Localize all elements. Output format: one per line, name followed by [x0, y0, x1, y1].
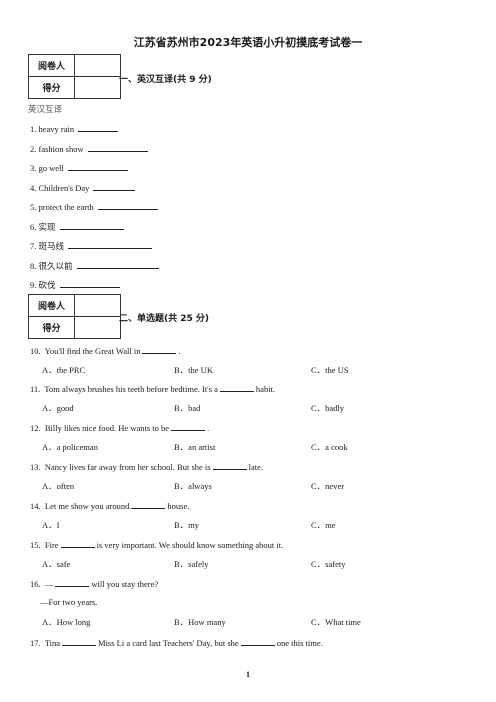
answer-blank[interactable]: [171, 421, 206, 431]
question: 12. Billy likes nice food. He wants to b…: [30, 421, 210, 433]
list-item: 5. protect the earth: [30, 200, 158, 213]
option-c[interactable]: C．What time: [311, 617, 361, 627]
question: 11. Tom always brushes his teeth before …: [30, 382, 276, 394]
score-box: 阅卷人 得分: [28, 294, 121, 339]
score-cell[interactable]: [74, 316, 121, 339]
score-label: 得分: [28, 76, 75, 99]
section2-title: 二、单选题(共 25 分): [119, 314, 210, 324]
answer-blank[interactable]: [68, 239, 153, 249]
reviewer-cell[interactable]: [74, 294, 121, 317]
answer-blank[interactable]: [97, 200, 158, 210]
answer-blank[interactable]: [55, 577, 90, 587]
answer-blank[interactable]: [87, 142, 148, 152]
section1-subtitle: 英汉互译: [28, 104, 63, 114]
option-c[interactable]: C．never: [311, 481, 345, 491]
option-a[interactable]: A．safe: [42, 559, 71, 569]
dialogue-reply: —For two years.: [40, 597, 98, 607]
answer-blank[interactable]: [59, 278, 120, 288]
answer-blank[interactable]: [76, 259, 159, 269]
option-a[interactable]: A．good: [42, 403, 74, 413]
list-item: 4. Children's Day: [30, 181, 136, 194]
option-a[interactable]: A．I: [42, 520, 60, 530]
option-a[interactable]: A．the PRC: [42, 365, 86, 375]
list-item: 8. 很久以前: [30, 259, 159, 272]
option-c[interactable]: C．safety: [311, 559, 346, 569]
answer-blank[interactable]: [67, 161, 128, 171]
list-item: 6. 实现: [30, 220, 124, 233]
reviewer-cell[interactable]: [74, 54, 121, 77]
option-a[interactable]: A．often: [42, 481, 75, 491]
answer-blank[interactable]: [93, 181, 136, 191]
list-item: 2. fashion show: [30, 142, 148, 155]
question: 13. Nancy lives far away from her school…: [30, 460, 263, 472]
page-title: 江苏省苏州市2023年英语小升初摸底考试卷一: [133, 36, 363, 49]
question: 10. You'll find the Great Wall in.: [30, 344, 181, 356]
answer-blank[interactable]: [142, 344, 177, 354]
option-b[interactable]: B．the UK: [174, 365, 213, 375]
reviewer-label: 阅卷人: [28, 294, 75, 317]
reviewer-label: 阅卷人: [28, 54, 75, 77]
section1-title: 一、英汉互译(共 9 分): [119, 75, 212, 85]
list-item: 3. go well: [30, 161, 128, 174]
question: 16. —will you stay there?: [30, 577, 159, 589]
answer-blank[interactable]: [219, 382, 254, 392]
list-item: 1. heavy rain: [30, 122, 119, 135]
answer-blank[interactable]: [212, 460, 247, 470]
list-item: 7. 斑马线: [30, 239, 153, 252]
option-b[interactable]: B．safely: [174, 559, 209, 569]
answer-blank[interactable]: [59, 220, 124, 230]
score-box: 阅卷人 得分: [28, 54, 121, 99]
answer-blank[interactable]: [78, 122, 119, 132]
option-b[interactable]: B．always: [174, 481, 212, 491]
option-b[interactable]: B．How many: [174, 617, 226, 627]
answer-blank[interactable]: [131, 499, 166, 509]
list-item: 9. 砍伐: [30, 278, 120, 291]
answer-blank[interactable]: [60, 538, 95, 548]
option-c[interactable]: C．me: [311, 520, 336, 530]
option-c[interactable]: C．badly: [311, 403, 345, 413]
score-cell[interactable]: [74, 76, 121, 99]
score-label: 得分: [28, 316, 75, 339]
option-b[interactable]: B．bad: [174, 403, 201, 413]
option-b[interactable]: B．an artist: [174, 442, 216, 452]
answer-blank[interactable]: [240, 636, 275, 646]
option-b[interactable]: B．my: [174, 520, 200, 530]
page-number: 1: [246, 670, 250, 679]
answer-blank[interactable]: [62, 636, 97, 646]
option-c[interactable]: C．the US: [311, 365, 349, 375]
option-a[interactable]: A．a policeman: [42, 442, 98, 452]
option-a[interactable]: A．How long: [42, 617, 91, 627]
option-c[interactable]: C．a cook: [311, 442, 348, 452]
